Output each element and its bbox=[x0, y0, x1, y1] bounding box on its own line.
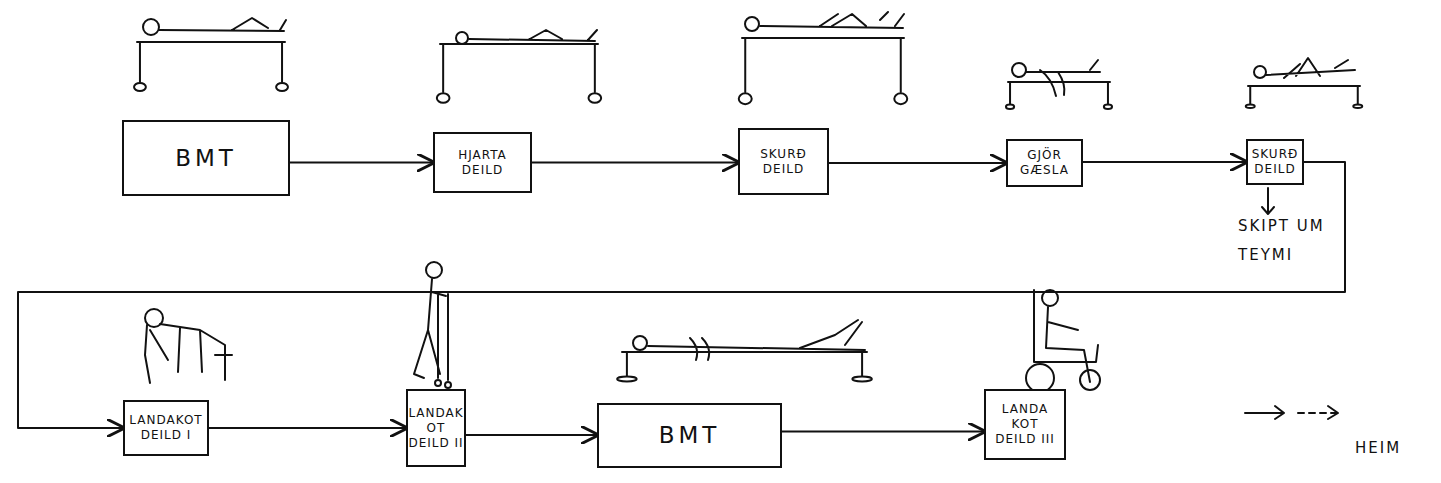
home-arrow bbox=[1298, 412, 1336, 414]
ward-name: SKURÐ DEILD bbox=[1251, 147, 1299, 177]
flow-arrow bbox=[532, 162, 738, 164]
note-text: SKIPT UM TEYMI bbox=[1238, 212, 1338, 269]
box-content: SKURÐ DEILD bbox=[743, 147, 824, 177]
ward-box: BMT bbox=[122, 120, 290, 196]
patient-in-bed bbox=[134, 18, 288, 91]
patient-in-bed bbox=[1246, 58, 1362, 108]
box-content: BMT bbox=[659, 421, 721, 450]
ward-box: BMT bbox=[597, 403, 782, 468]
box-content: GJÖR GÆSLA bbox=[1011, 148, 1078, 178]
patient-in-wheelchair bbox=[1026, 290, 1100, 392]
flow-arrow bbox=[782, 431, 984, 433]
destination-text: HEIM bbox=[1355, 434, 1439, 463]
box-content: LANDAK OT DEILD II bbox=[408, 406, 463, 451]
ward-box: SKURÐ DEILD bbox=[1246, 139, 1304, 185]
patient-in-bed bbox=[739, 12, 907, 104]
box-content: LANDA KOT DEILD III bbox=[989, 402, 1061, 447]
patient-with-walker bbox=[145, 309, 232, 383]
ward-box: HJARTA DEILD bbox=[433, 132, 532, 193]
ward-name: LANDA KOT DEILD III bbox=[989, 402, 1061, 447]
flow-arrow bbox=[829, 162, 1006, 164]
ward-box: GJÖR GÆSLA bbox=[1006, 139, 1083, 187]
flow-arrow bbox=[1083, 161, 1246, 163]
ward-name: BMT bbox=[175, 144, 237, 173]
box-content: LANDAKOT DEILD I bbox=[128, 413, 204, 443]
ward-name: SKURÐ DEILD bbox=[743, 147, 824, 177]
flow-arrow bbox=[466, 434, 597, 436]
ward-box: LANDA KOT DEILD III bbox=[984, 389, 1066, 460]
ward-box: SKURÐ DEILD bbox=[738, 128, 829, 195]
ward-box: LANDAK OT DEILD II bbox=[406, 389, 466, 467]
ward-box: LANDAKOT DEILD I bbox=[123, 400, 209, 456]
ward-name: LANDAKOT DEILD I bbox=[128, 413, 204, 443]
flow-arrow bbox=[18, 162, 1345, 428]
box-content: SKURÐ DEILD bbox=[1251, 147, 1299, 177]
patient-in-bed bbox=[437, 30, 601, 103]
patient-with-walker bbox=[414, 262, 451, 388]
box-content: HJARTA DEILD bbox=[438, 148, 527, 178]
ward-name: LANDAK OT DEILD II bbox=[408, 406, 463, 451]
ward-name: HJARTA DEILD bbox=[438, 148, 527, 178]
home-arrow bbox=[1328, 406, 1338, 419]
ward-name: BMT bbox=[659, 421, 721, 450]
note-arrow bbox=[1262, 188, 1274, 214]
home-arrow bbox=[1245, 406, 1284, 419]
flow-arrow bbox=[209, 427, 406, 429]
patient-in-bed bbox=[617, 320, 872, 381]
patient-in-bed bbox=[1006, 60, 1112, 109]
flow-arrow bbox=[290, 162, 433, 164]
ward-name: GJÖR GÆSLA bbox=[1011, 148, 1078, 178]
box-content: BMT bbox=[175, 144, 237, 173]
